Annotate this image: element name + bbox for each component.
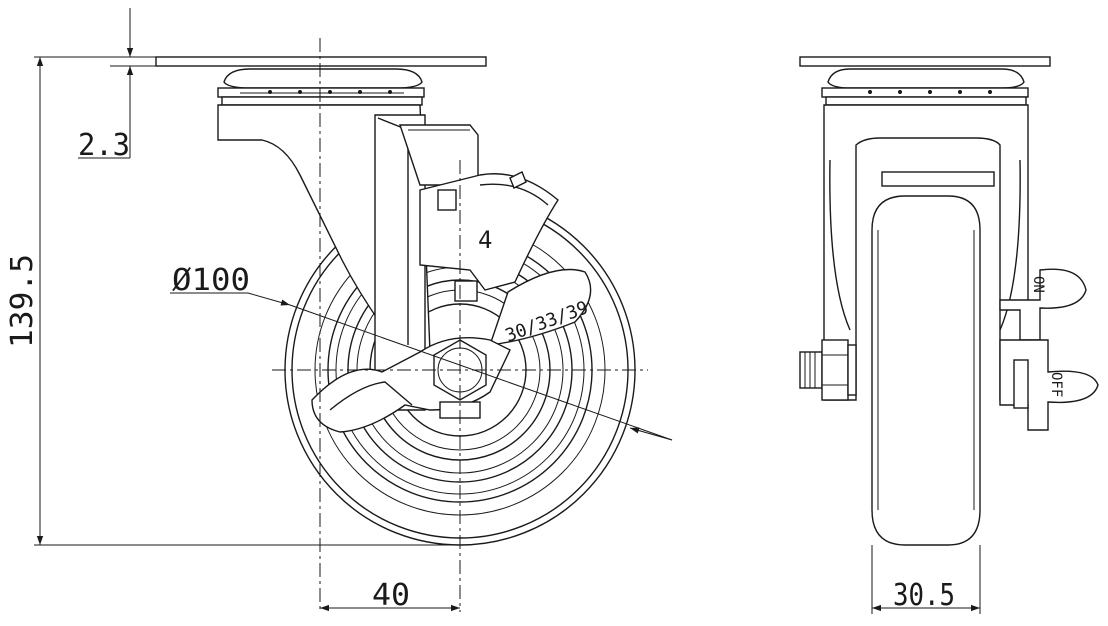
swivel-offset-dimension: 40 <box>320 578 460 613</box>
wheel-diameter-dimension: Ø100 <box>170 263 673 441</box>
wheel-diameter-label: Ø100 <box>172 263 250 298</box>
brake-on-label: ON <box>1030 276 1046 293</box>
top-plate-front <box>155 56 487 67</box>
top-plate-side <box>799 56 1051 67</box>
brake-off-label: OFF <box>1048 372 1064 397</box>
swivel-offset-label: 40 <box>372 578 410 613</box>
fork-front <box>217 104 479 411</box>
front-view: 2.3 139.5 Ø100 40 4 30/33/39 <box>5 8 673 613</box>
side-view: ON OFF 30.5 <box>799 56 1099 614</box>
wheel-width-label: 30.5 <box>893 578 955 613</box>
brake-pedal-side: ON OFF <box>999 268 1099 431</box>
axle-side <box>799 339 857 401</box>
plate-thickness-dimension: 2.3 <box>34 8 156 163</box>
swivel-bearing-side <box>821 68 1029 106</box>
wheel-width-dimension: 30.5 <box>871 545 981 614</box>
swivel-bearing-front <box>217 68 425 106</box>
wheel-side <box>871 195 981 546</box>
plate-thickness-label: 2.3 <box>78 128 130 163</box>
overall-height-dimension: 139.5 <box>5 57 460 546</box>
overall-height-label: 139.5 <box>5 254 40 348</box>
part-number-label: 4 <box>478 226 492 254</box>
